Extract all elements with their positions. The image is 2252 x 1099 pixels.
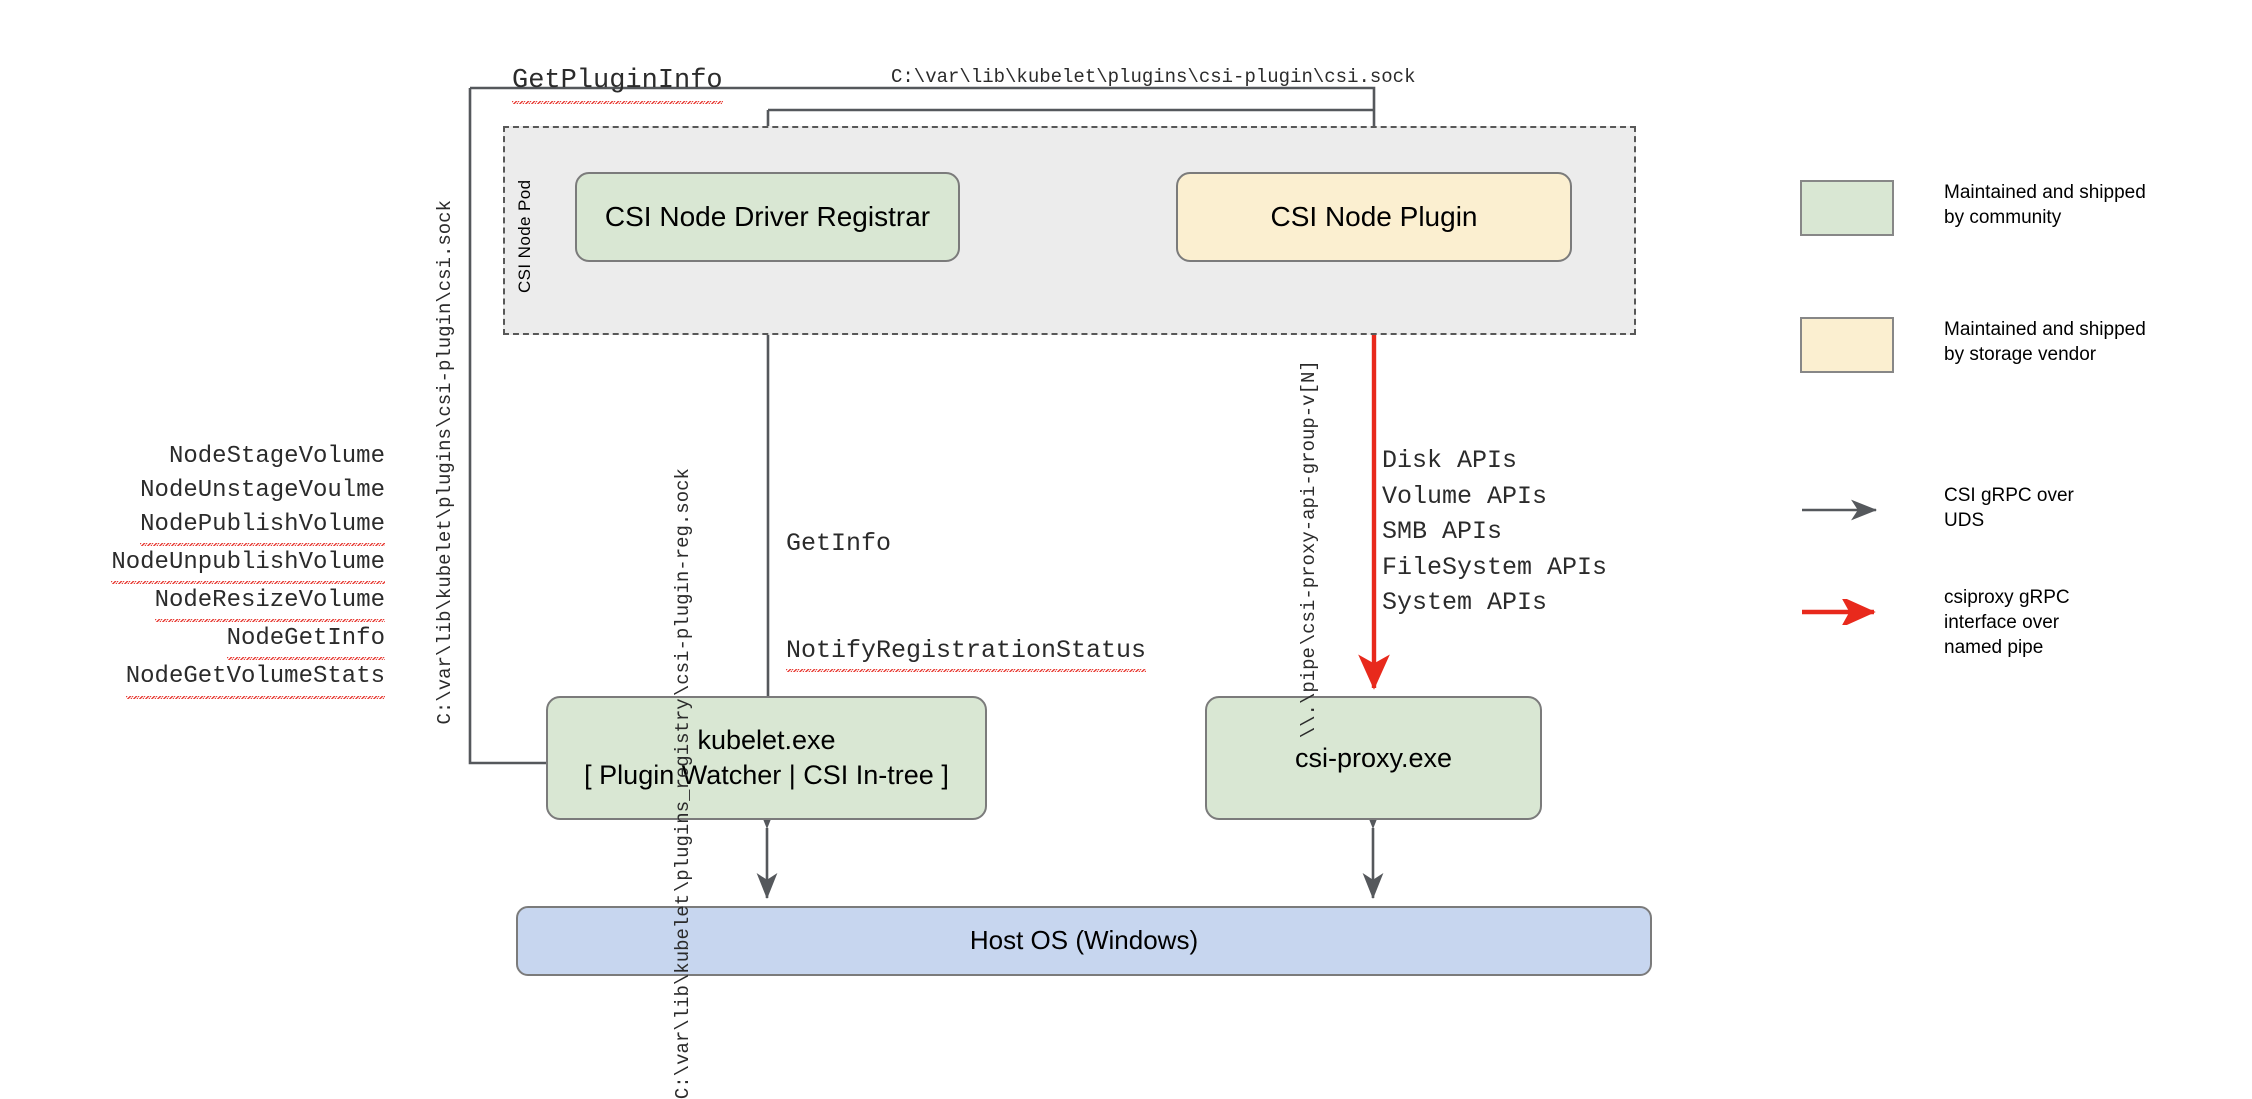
label-named-pipe-path: \\.\pipe \csi-proxy-api-group-v[N]: [1298, 360, 1344, 738]
label-line-2: \csi-proxy-api-group-v[N]: [1298, 360, 1320, 646]
csi-proxy-api-item: Volume APIs: [1382, 481, 1548, 511]
node-csi-node-driver-registrar[interactable]: CSI Node Driver Registrar: [575, 172, 960, 262]
legend-swatch-storage-vendor: [1800, 317, 1894, 373]
legend-item-csiproxy-named-pipe: csiproxy gRPC interface over named pipe: [1800, 585, 2194, 660]
node-api-label: NodePublishVolume: [140, 508, 385, 547]
node-kubelet-exe[interactable]: kubelet.exe [ Plugin Watcher | CSI In-tr…: [546, 696, 987, 820]
legend-label-line2: by storage vendor: [1944, 344, 2097, 366]
legend-arrow-gray-icon: [1800, 497, 1894, 523]
legend-item-csi-grpc-uds: CSI gRPC over UDS: [1800, 483, 2194, 533]
node-csi-proxy-exe[interactable]: csi-proxy.exe: [1205, 696, 1542, 820]
legend-label-storage-vendor: Maintained and shipped by storage vendor: [1944, 317, 2194, 367]
node-api-item: NodeStageVolume: [105, 440, 385, 474]
legend-item-community: Maintained and shipped by community: [1800, 180, 2194, 236]
legend-swatch-community: [1800, 180, 1894, 236]
legend-label-line3: named pipe: [1944, 637, 2044, 659]
label-line-2: \plugins_registry: [672, 698, 694, 892]
legend-arrow-red-icon: [1800, 599, 1894, 625]
label-notify-registration-status: NotifyRegistrationStatus: [786, 632, 1147, 672]
node-api-label: NodeResizeVolume: [154, 584, 385, 623]
legend-label-line1: CSI gRPC over: [1944, 485, 2074, 506]
node-host-os[interactable]: Host OS (Windows): [516, 906, 1652, 976]
diagram-canvas: CSI Node Pod CSI Node Driver Registrar C…: [105, 62, 2194, 1099]
legend-label-line2: by community: [1944, 207, 2062, 229]
csi-node-pod-label: CSI Node Pod: [515, 179, 534, 293]
csi-proxy-api-item: Disk APIs: [1382, 446, 1518, 475]
label-line-3: \csi-plugin-reg.sock: [672, 468, 694, 697]
label-line-1: \\.\pipe: [1298, 647, 1320, 739]
node-label-line1: kubelet.exe: [697, 725, 836, 756]
legend-label-line2: UDS: [1944, 510, 1985, 532]
node-csi-node-plugin[interactable]: CSI Node Plugin: [1176, 172, 1572, 262]
node-api-item: NodePublishVolume: [105, 508, 385, 547]
node-api-item: NodeGetInfo: [105, 622, 385, 661]
csi-proxy-api-item: FileSystem APIs: [1382, 552, 1608, 582]
label-get-info: GetInfo: [786, 529, 892, 558]
node-label-line2: [ Plugin Watcher | CSI In-tree ]: [584, 760, 949, 790]
label-plugin-registry-sock-path: C:\var\lib\kubelet \plugins_registry \cs…: [672, 468, 738, 1099]
node-api-label: NodeGetVolumeStats: [125, 660, 385, 699]
node-api-label: NodeUnpublishVolume: [111, 546, 385, 585]
legend-label-community: Maintained and shipped by community: [1944, 180, 2194, 230]
node-api-item: NodeUnpublishVolume: [105, 546, 385, 585]
label-get-plugin-info: GetPluginInfo: [512, 62, 723, 105]
node-api-label: NodeStageVolume: [168, 443, 385, 470]
legend-label-line1: csiproxy gRPC: [1944, 587, 2070, 608]
node-api-label: NodeUnstageVoulme: [140, 477, 385, 505]
label-csi-sock-path-vertical: C:\var\lib\kubelet\plugins\csi-plugin\cs…: [434, 200, 456, 725]
node-label: csi-proxy.exe: [1294, 742, 1453, 773]
label-csi-sock-path-top: C:\var\lib\kubelet\plugins\csi-plugin\cs…: [891, 66, 1416, 88]
node-api-item: NodeGetVolumeStats: [105, 660, 385, 699]
label-registration-calls: GetInfo NotifyRegistrationStatus: [786, 455, 1147, 743]
legend-label-csi-grpc-uds: CSI gRPC over UDS: [1944, 483, 2194, 533]
node-api-label: NodeGetInfo: [226, 622, 385, 661]
label-line-1: C:\var\lib\kubelet: [672, 893, 694, 1099]
legend-label-line2: interface over: [1944, 612, 2060, 634]
node-label: CSI Node Plugin: [1270, 201, 1478, 233]
csi-proxy-api-item: System APIs: [1382, 588, 1548, 617]
legend-item-storage-vendor: Maintained and shipped by storage vendor: [1800, 317, 2194, 373]
node-api-item: NodeResizeVolume: [105, 584, 385, 623]
legend-label-line1: Maintained and shipped: [1944, 319, 2146, 340]
node-label: CSI Node Driver Registrar: [604, 201, 931, 233]
node-label: Host OS (Windows): [969, 925, 1199, 956]
node-api-item: NodeUnstageVoulme: [105, 474, 385, 508]
csi-proxy-api-item: SMB APIs: [1382, 517, 1503, 546]
legend-label-csiproxy-named-pipe: csiproxy gRPC interface over named pipe: [1944, 585, 2194, 660]
legend-label-line1: Maintained and shipped: [1944, 182, 2146, 203]
